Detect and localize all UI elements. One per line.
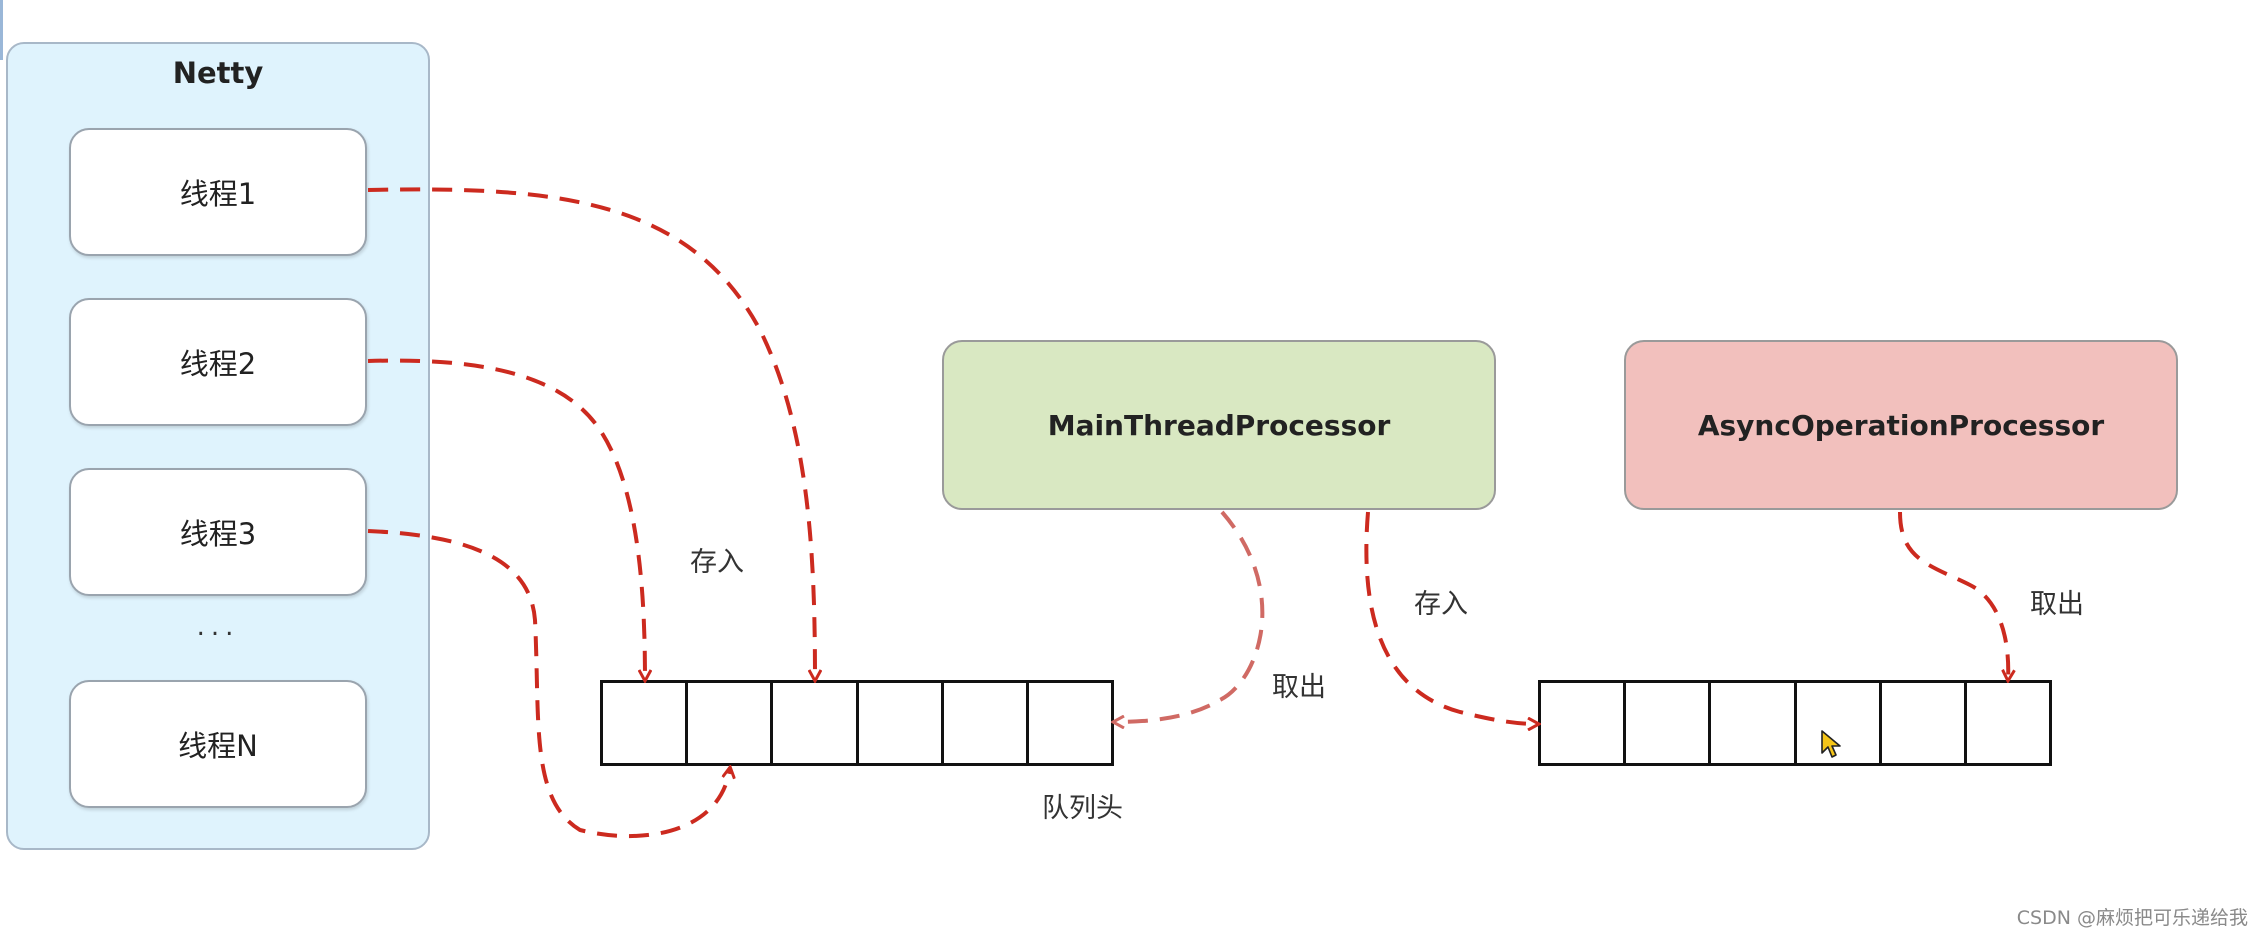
queue-cell — [1797, 683, 1882, 763]
thread-box-3: 线程3 — [69, 468, 367, 596]
queue-cell — [1029, 683, 1111, 763]
async-operation-processor: AsyncOperationProcessor — [1624, 340, 2178, 510]
queue-cell — [1711, 683, 1797, 763]
thread-label: 线程2 — [179, 347, 257, 381]
queue-cell — [1882, 683, 1967, 763]
netty-title: Netty — [172, 56, 264, 90]
queue-cell — [944, 683, 1029, 763]
queue-cell — [859, 683, 944, 763]
take-label-main: 取出 — [1272, 672, 1326, 703]
thread-label: 线程1 — [179, 177, 257, 211]
queue-cell — [603, 683, 689, 763]
main-thread-processor: MainThreadProcessor — [942, 340, 1496, 510]
arrow-thread1-to-queue — [367, 187, 815, 680]
arrow-queue-to-main-processor — [1114, 510, 1265, 722]
queue-head-label: 队列头 — [1042, 793, 1123, 824]
mouse-cursor-icon — [1821, 730, 1841, 758]
take-label-async: 取出 — [2030, 589, 2084, 620]
queue-cell — [773, 683, 859, 763]
thread-label: 线程3 — [179, 517, 257, 551]
arrow-async-queue-to-async-processor — [1898, 511, 2008, 680]
store-label-left: 存入 — [690, 547, 744, 578]
queue-cell — [1626, 683, 1712, 763]
thread-box-n: 线程N — [69, 680, 367, 808]
queue-cell — [1541, 683, 1627, 763]
watermark-text: CSDN @麻烦把可乐递给我 — [2016, 907, 2248, 929]
store-label-right: 存入 — [1414, 589, 1468, 620]
thread-label: 线程N — [178, 729, 258, 763]
left-edge-line — [0, 0, 3, 60]
thread-box-1: 线程1 — [69, 128, 367, 256]
async-queue — [1538, 680, 2052, 766]
async-processor-label: AsyncOperationProcessor — [1697, 408, 2105, 442]
queue-cell — [688, 683, 774, 763]
main-queue — [600, 680, 1114, 766]
main-processor-label: MainThreadProcessor — [1047, 408, 1391, 442]
queue-cell — [1967, 683, 2049, 763]
thread-ellipsis: ... — [196, 612, 240, 642]
thread-box-2: 线程2 — [69, 298, 367, 426]
